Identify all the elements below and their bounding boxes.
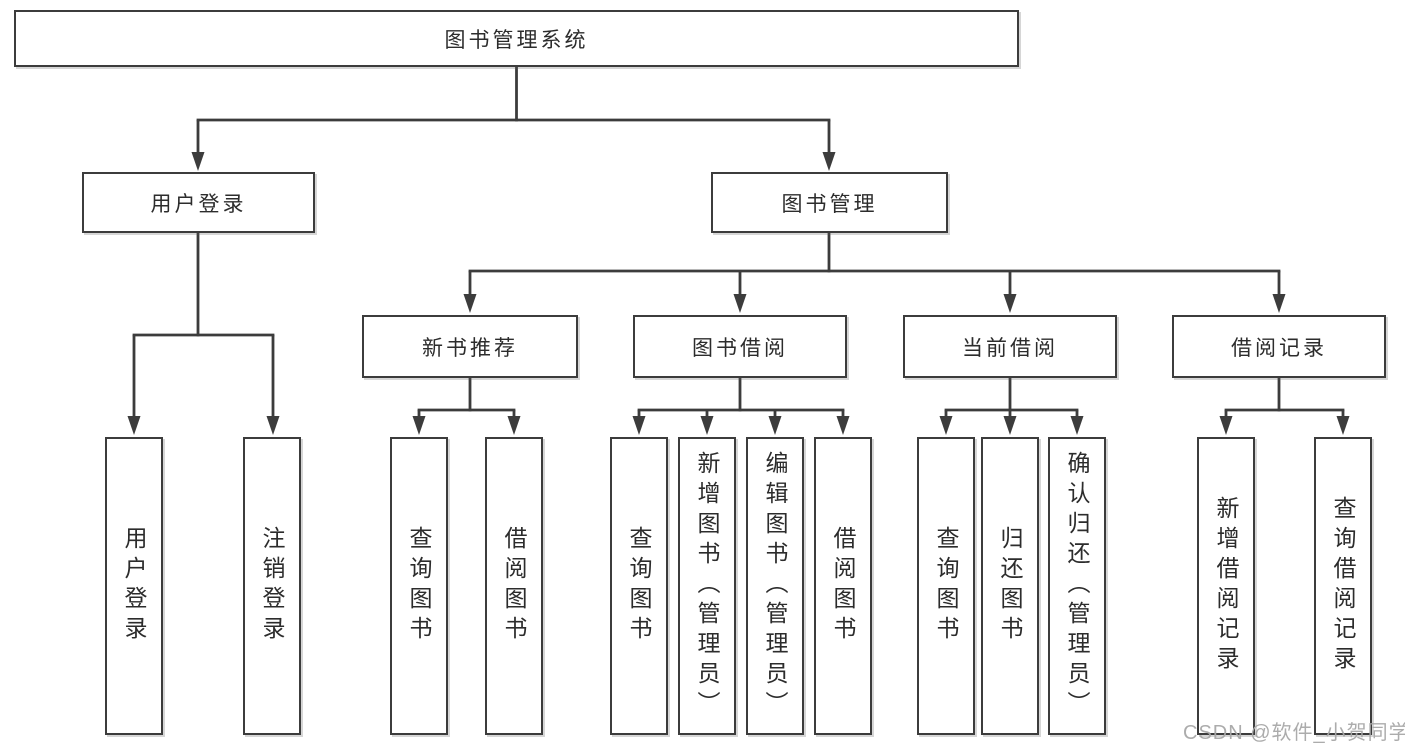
edge-new-book-recommend-children (412, 378, 521, 435)
leaf-label: 查询图书 (626, 526, 652, 646)
leaf-query-books-borrow: 查询图书 (610, 437, 668, 735)
leaf-label: 确认归还（管理员） (1064, 451, 1090, 721)
leaf-query-borrow-record: 查询借阅记录 (1314, 437, 1372, 735)
node-new-book-recommend: 新书推荐 (362, 315, 578, 378)
node-root: 图书管理系统 (14, 10, 1019, 67)
edge-book-management-children (463, 233, 1286, 313)
node-root-label: 图书管理系统 (444, 28, 589, 52)
node-borrow-records-label: 借阅记录 (1231, 336, 1327, 360)
leaf-label: 注销登录 (259, 526, 285, 646)
csdn-watermark: CSDN @软件_小贺同学 (1183, 722, 1405, 744)
leaf-label: 查询图书 (406, 526, 432, 646)
node-book-management-label: 图书管理 (781, 192, 878, 216)
edge-borrow-records-children (1219, 378, 1350, 435)
leaf-label: 查询图书 (933, 526, 959, 646)
node-current-borrow: 当前借阅 (903, 315, 1117, 378)
leaf-label: 查询借阅记录 (1330, 496, 1356, 676)
edge-book-borrow-children (632, 378, 850, 435)
leaf-label: 归还图书 (997, 526, 1023, 646)
edge-user-login-children (127, 233, 280, 435)
leaf-return-books: 归还图书 (981, 437, 1039, 735)
leaf-user-login: 用户登录 (105, 437, 163, 735)
node-book-management: 图书管理 (711, 172, 948, 233)
node-user-login-label: 用户登录 (150, 192, 247, 216)
leaf-label: 新增图书（管理员） (694, 451, 720, 721)
leaf-add-books-admin: 新增图书（管理员） (678, 437, 736, 735)
leaf-query-books-current: 查询图书 (917, 437, 975, 735)
leaf-logout: 注销登录 (243, 437, 301, 735)
node-user-login: 用户登录 (82, 172, 315, 233)
node-borrow-records: 借阅记录 (1172, 315, 1386, 378)
leaf-query-books-recommend: 查询图书 (390, 437, 448, 735)
leaf-label: 用户登录 (121, 526, 147, 646)
edge-current-borrow-children (939, 378, 1084, 435)
leaf-confirm-return-admin: 确认归还（管理员） (1048, 437, 1106, 735)
node-book-borrow-label: 图书借阅 (692, 336, 788, 360)
leaf-borrow-books-recommend: 借阅图书 (485, 437, 543, 735)
leaf-label: 借阅图书 (830, 526, 856, 646)
leaf-label: 新增借阅记录 (1213, 496, 1239, 676)
leaf-edit-books-admin: 编辑图书（管理员） (746, 437, 804, 735)
leaf-borrow-books: 借阅图书 (814, 437, 872, 735)
leaf-label: 编辑图书（管理员） (762, 451, 788, 721)
node-new-book-recommend-label: 新书推荐 (422, 336, 518, 360)
node-current-borrow-label: 当前借阅 (962, 336, 1058, 360)
leaf-label: 借阅图书 (501, 526, 527, 646)
leaf-add-borrow-record: 新增借阅记录 (1197, 437, 1255, 735)
node-book-borrow: 图书借阅 (633, 315, 847, 378)
edge-root-to-level2 (191, 67, 836, 171)
